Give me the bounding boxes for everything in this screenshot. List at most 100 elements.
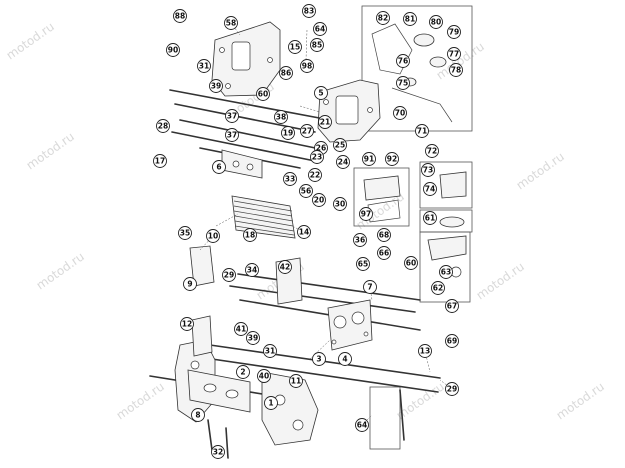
callout-81: 81: [403, 12, 417, 26]
svg-text:20: 20: [314, 196, 324, 205]
upper-left-plate: [221, 149, 263, 179]
fastener-pins: [207, 389, 405, 459]
svg-text:motod.ru: motod.ru: [474, 259, 527, 302]
svg-text:12: 12: [182, 320, 192, 329]
callout-60: 60: [256, 87, 270, 101]
svg-text:18: 18: [245, 231, 255, 240]
svg-text:76: 76: [398, 57, 408, 66]
callout-31b: 31: [263, 344, 277, 358]
callout-37b: 37: [225, 128, 239, 142]
callout-32: 32: [211, 445, 225, 459]
svg-text:8: 8: [195, 411, 200, 420]
svg-text:motod.ru: motod.ru: [514, 149, 567, 192]
svg-text:19: 19: [283, 129, 293, 138]
svg-text:82: 82: [378, 14, 388, 23]
svg-text:69: 69: [447, 337, 457, 346]
callout-25: 25: [333, 138, 347, 152]
callout-3: 3: [312, 352, 326, 366]
callout-86: 86: [279, 66, 293, 80]
callout-92: 92: [385, 152, 399, 166]
callout-63: 63: [439, 265, 453, 279]
inset-box-right-a: [419, 161, 473, 209]
svg-text:motod.ru: motod.ru: [114, 379, 167, 422]
svg-text:86: 86: [281, 69, 291, 78]
svg-text:64: 64: [357, 421, 367, 430]
svg-text:28: 28: [158, 122, 168, 131]
callout-66: 66: [377, 246, 391, 260]
svg-text:27: 27: [302, 127, 312, 136]
watermark: motod.ru motod.ru motod.ru motod.ru moto…: [4, 19, 607, 422]
oil-cooler-fins: [231, 195, 296, 239]
svg-text:65: 65: [358, 260, 368, 269]
callout-24: 24: [336, 155, 350, 169]
svg-text:37: 37: [227, 112, 237, 121]
svg-text:75: 75: [398, 79, 408, 88]
svg-text:5: 5: [318, 89, 323, 98]
callout-33: 33: [283, 172, 297, 186]
callout-30: 30: [333, 197, 347, 211]
callout-39: 39: [209, 79, 223, 93]
callout-77: 77: [447, 47, 461, 61]
callout-7: 7: [363, 280, 377, 294]
svg-text:13: 13: [420, 347, 430, 356]
svg-text:71: 71: [417, 127, 427, 136]
callout-14: 14: [297, 225, 311, 239]
svg-text:83: 83: [304, 7, 314, 16]
svg-text:motod.ru: motod.ru: [34, 249, 87, 292]
callout-76: 76: [396, 54, 410, 68]
svg-text:motod.ru: motod.ru: [4, 19, 57, 62]
callout-28: 28: [156, 119, 170, 133]
svg-text:15: 15: [290, 43, 300, 52]
callout-90: 90: [166, 43, 180, 57]
callout-75: 75: [396, 76, 410, 90]
svg-text:37: 37: [227, 131, 237, 140]
svg-text:25: 25: [335, 141, 345, 150]
svg-text:22: 22: [310, 171, 320, 180]
callout-29: 29: [222, 268, 236, 282]
callout-97: 97: [359, 207, 373, 221]
callout-22: 22: [308, 168, 322, 182]
svg-text:98: 98: [302, 62, 312, 71]
svg-text:42: 42: [280, 263, 290, 272]
svg-text:24: 24: [338, 158, 348, 167]
inset-box-bottom: [369, 386, 401, 450]
callout-82: 82: [376, 11, 390, 25]
svg-text:74: 74: [425, 185, 435, 194]
svg-text:7: 7: [367, 283, 372, 292]
callout-62: 62: [431, 281, 445, 295]
svg-text:10: 10: [208, 232, 218, 241]
center-plate: [327, 299, 373, 351]
svg-text:97: 97: [361, 210, 371, 219]
callout-11: 11: [289, 374, 303, 388]
callout-88: 88: [173, 9, 187, 23]
inset-box-middle: [353, 167, 410, 227]
callout-39b: 39: [246, 331, 260, 345]
callout-98: 98: [300, 59, 314, 73]
callout-23: 23: [310, 150, 324, 164]
lower-right-bracket: [261, 371, 319, 446]
callout-15: 15: [288, 40, 302, 54]
callout-18: 18: [243, 228, 257, 242]
svg-text:23: 23: [312, 153, 322, 162]
svg-text:40: 40: [259, 372, 269, 381]
svg-text:21: 21: [320, 118, 330, 127]
svg-text:4: 4: [342, 355, 347, 364]
callout-74: 74: [423, 182, 437, 196]
svg-text:39: 39: [248, 334, 258, 343]
svg-text:58: 58: [226, 19, 236, 28]
svg-text:63: 63: [441, 268, 451, 277]
svg-text:6: 6: [216, 163, 221, 172]
svg-text:35: 35: [180, 229, 190, 238]
svg-text:62: 62: [433, 284, 443, 293]
svg-text:31: 31: [199, 62, 209, 71]
svg-text:41: 41: [236, 325, 246, 334]
svg-text:39: 39: [211, 82, 221, 91]
upper-bracket-left: [211, 21, 281, 97]
svg-text:88: 88: [175, 12, 185, 21]
inset-box-right-c: [419, 231, 471, 303]
callout-19: 19: [281, 126, 295, 140]
callout-4: 4: [338, 352, 352, 366]
svg-text:11: 11: [291, 377, 301, 386]
svg-text:72: 72: [427, 147, 437, 156]
